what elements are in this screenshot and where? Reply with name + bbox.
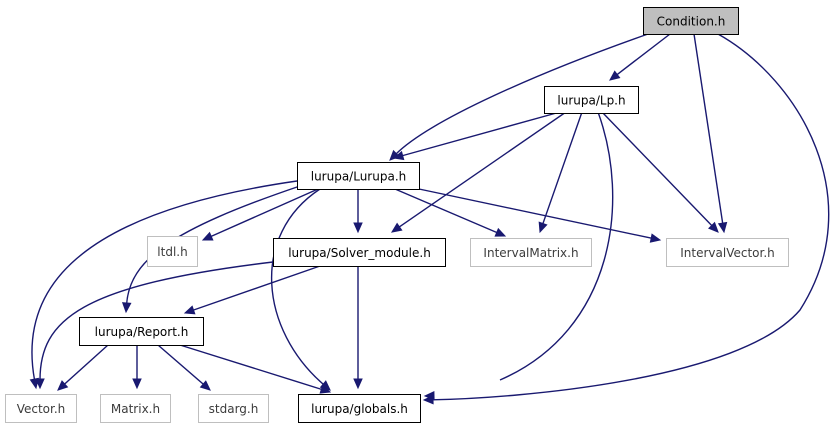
node-solver[interactable]: lurupa/Solver_module.h: [273, 238, 446, 267]
edge-arrowhead: [494, 227, 507, 237]
edge-arrowhead: [121, 302, 132, 314]
edge-arrowhead: [649, 233, 662, 243]
node-label: IntervalVector.h: [680, 246, 775, 260]
edge-lp-to-solver: [390, 111, 567, 233]
edge-line: [157, 344, 205, 386]
node-stdarg: stdarg.h: [198, 394, 269, 423]
edge-solver-to-globals: [353, 266, 363, 390]
edge-lp-to-ivector: [601, 111, 719, 233]
edge-lurupa-to-ltdl: [201, 188, 319, 241]
edge-line: [179, 344, 323, 391]
edge-arrowhead: [353, 222, 363, 234]
edge-arrowhead: [132, 378, 142, 390]
node-label: Matrix.h: [111, 402, 160, 416]
node-lp[interactable]: lurupa/Lp.h: [544, 86, 639, 114]
edges-layer: [29, 33, 830, 405]
edge-line: [63, 344, 109, 386]
edge-line: [39, 261, 274, 381]
edge-line: [541, 111, 583, 225]
edge-line: [431, 33, 830, 401]
edge-line: [192, 265, 321, 312]
edge-arrowhead: [319, 384, 332, 394]
node-vector: Vector.h: [5, 394, 77, 423]
edge-lurupa-to-vector: [29, 180, 298, 390]
edge-line: [398, 111, 567, 229]
node-imatrix: IntervalMatrix.h: [470, 238, 592, 267]
edge-condition-to-ivector: [693, 33, 728, 234]
edge-arrowhead: [199, 380, 211, 391]
node-label: Vector.h: [17, 402, 66, 416]
node-box: [666, 238, 789, 267]
node-condition[interactable]: Condition.h: [643, 7, 739, 35]
edge-report-to-vector: [57, 344, 109, 391]
edge-report-to-matrix: [132, 345, 142, 390]
edge-arrowhead: [353, 378, 363, 390]
edge-arrowhead: [708, 221, 719, 233]
edge-line: [693, 33, 724, 225]
edge-line: [395, 33, 649, 155]
edge-arrowhead: [183, 305, 196, 315]
nodes-layer: Condition.h lurupa/Lp.h lurupa/Lurupa.h ltd…: [5, 7, 789, 423]
node-box: [298, 394, 421, 423]
node-box: [100, 394, 171, 423]
node-box: [5, 394, 77, 423]
edge-condition-to-lp: [609, 33, 671, 81]
edge-line: [270, 188, 325, 386]
edge-report-to-globals: [179, 344, 332, 394]
node-box: [79, 317, 204, 346]
node-box: [297, 162, 420, 190]
node-label: Condition.h: [657, 15, 726, 29]
node-box: [544, 86, 639, 114]
node-matrix: Matrix.h: [100, 394, 171, 423]
node-label: ltdl.h: [157, 245, 187, 259]
edge-line: [418, 188, 653, 240]
node-box: [470, 238, 592, 267]
node-globals[interactable]: lurupa/globals.h: [298, 394, 421, 423]
node-box: [643, 7, 739, 35]
node-report[interactable]: lurupa/Report.h: [79, 317, 204, 346]
edge-lurupa-to-globals: [270, 188, 331, 391]
edge-line: [31, 180, 298, 381]
node-box: [198, 394, 269, 423]
edge-arrowhead: [538, 221, 548, 234]
edge-report-to-stdarg: [157, 344, 211, 391]
edge-arrowhead: [392, 150, 405, 161]
edge-lp-to-lurupa: [392, 111, 561, 161]
edge-line: [499, 111, 614, 381]
edge-arrowhead: [57, 380, 69, 391]
node-ltdl: ltdl.h: [147, 236, 198, 267]
edge-arrowhead: [201, 231, 214, 241]
edge-arrowhead: [390, 222, 403, 233]
edge-lurupa-to-ivector: [418, 188, 662, 243]
edge-line: [210, 188, 319, 238]
edge-solver-to-report: [183, 265, 321, 315]
edge-line: [601, 111, 713, 227]
node-box: [147, 236, 198, 267]
node-label: lurupa/Report.h: [95, 325, 189, 339]
edge-arrowhead: [35, 378, 45, 390]
edge-arrowhead: [609, 70, 621, 81]
edge-arrowhead: [717, 221, 728, 234]
edge-lurupa-to-imatrix: [394, 188, 507, 237]
edge-line: [615, 33, 671, 76]
edge-line: [394, 188, 498, 234]
node-label: lurupa/Lp.h: [557, 94, 625, 108]
edge-lurupa-to-solver: [353, 189, 363, 234]
node-lurupa[interactable]: lurupa/Lurupa.h: [297, 162, 420, 190]
node-label: lurupa/globals.h: [311, 402, 408, 416]
node-label: lurupa/Lurupa.h: [311, 170, 407, 184]
edge-lp-to-imatrix: [538, 111, 583, 234]
edge-lp-to-globals: [423, 111, 614, 401]
node-label: stdarg.h: [209, 402, 259, 416]
edge-solver-to-vector: [35, 261, 274, 390]
node-label: IntervalMatrix.h: [483, 246, 578, 260]
edge-arrowhead: [423, 391, 435, 401]
node-ivector: IntervalVector.h: [666, 238, 789, 267]
edge-line: [401, 111, 561, 157]
node-label: lurupa/Solver_module.h: [288, 246, 431, 260]
node-box: [273, 238, 446, 267]
